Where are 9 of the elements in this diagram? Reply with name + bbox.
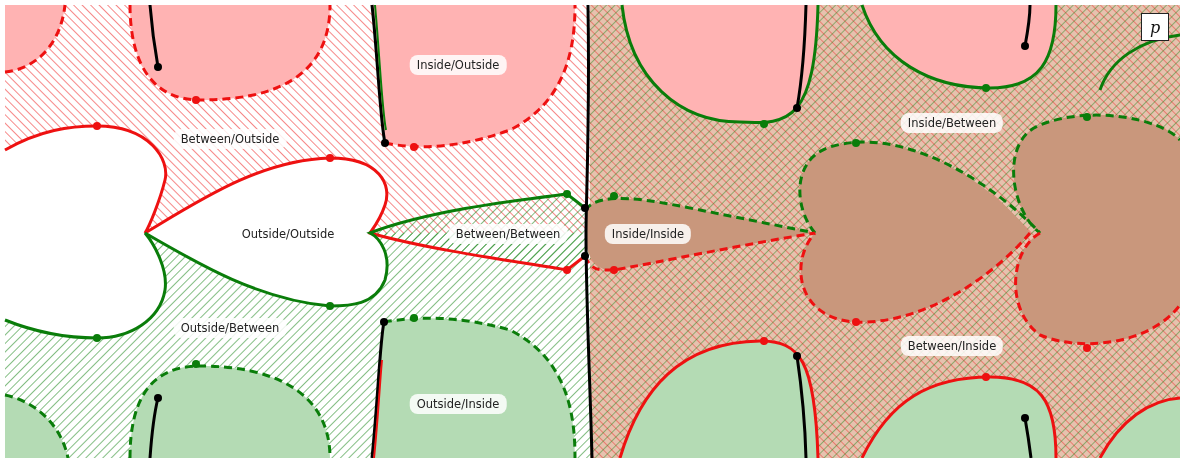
- region-label: Inside/Inside: [604, 224, 692, 244]
- region-label: Between/Between: [448, 224, 568, 244]
- region-label: Between/Inside: [900, 336, 1004, 356]
- variable-label: p: [1141, 13, 1169, 41]
- region-label: Inside/Outside: [409, 55, 507, 75]
- region-label: Outside/Inside: [409, 394, 507, 414]
- region-label: Outside/Between: [173, 318, 287, 338]
- region-label: Inside/Between: [900, 113, 1004, 133]
- region-label: Between/Outside: [173, 129, 287, 149]
